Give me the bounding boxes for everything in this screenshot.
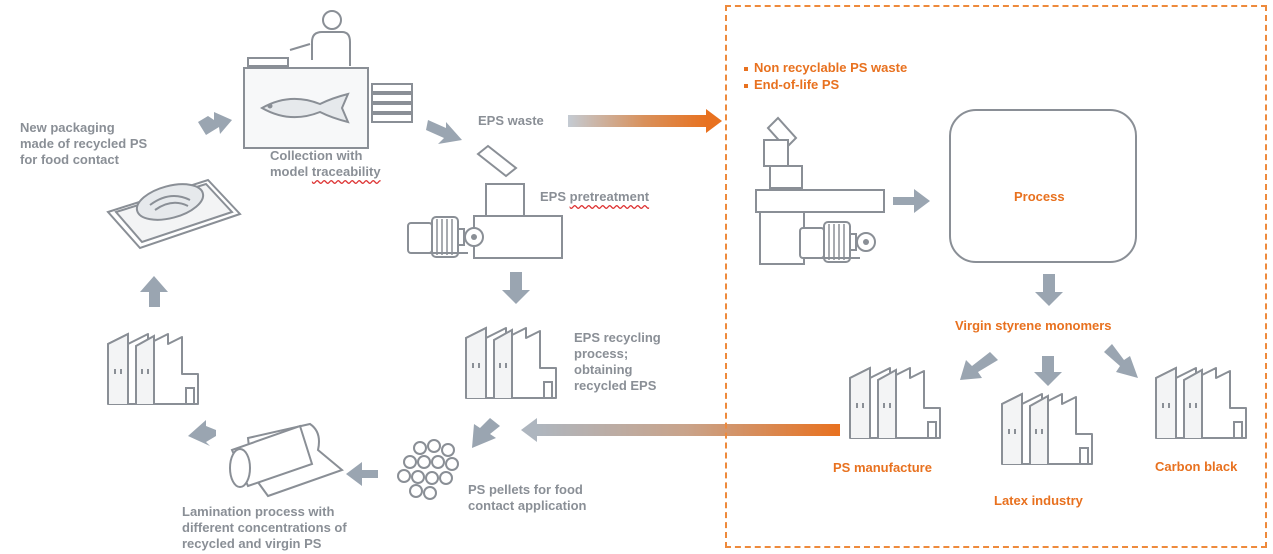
arrow-up-left <box>198 112 232 135</box>
chemical-recycling-boundary <box>725 5 1267 548</box>
depolymerization-machine <box>755 116 885 265</box>
collection-label: Collection with model traceability <box>270 148 381 179</box>
food-tray-illustration <box>106 178 242 250</box>
carbon-black-label: Carbon black <box>1155 459 1238 474</box>
eps-waste-label: EPS waste <box>478 113 544 128</box>
collection-illustration <box>243 10 413 149</box>
ps-manufacture-label: PS manufacture <box>833 460 932 475</box>
arrow-up-packaging <box>140 276 168 307</box>
film-roll-illustration <box>229 422 344 498</box>
arrow-to-pellets <box>472 418 500 448</box>
lamination-label: Lamination process with different concen… <box>182 504 347 551</box>
arrow-to-carbon-black <box>1104 344 1138 378</box>
arrow-down-monomers <box>1035 274 1063 306</box>
arrow-left-lamination <box>346 462 378 486</box>
ps-pellets-label: PS pellets for food contact application <box>468 482 587 513</box>
eps-pretreatment-machine <box>407 144 563 259</box>
process-label: Process <box>1014 189 1065 204</box>
arrow-eps-waste-to-box <box>568 109 722 133</box>
ps-pellets-illustration <box>397 439 459 500</box>
arrow-down-recycling <box>502 272 530 304</box>
lamination-factory <box>107 333 199 405</box>
eps-recycling-factory <box>465 327 557 399</box>
arrow-ps-manufacture-to-recycling <box>521 418 840 442</box>
arrow-to-eps-waste <box>426 120 462 144</box>
end-of-life-bullet: End-of-life PS <box>744 77 839 93</box>
arrow-down-latex <box>1034 356 1062 386</box>
arrow-to-process <box>893 189 930 213</box>
arrow-to-factory-left <box>188 420 216 446</box>
eps-recycling-label: EPS recycling process; obtaining recycle… <box>574 330 661 393</box>
non-recyclable-bullet: Non recyclable PS waste <box>744 60 907 76</box>
virgin-styrene-label: Virgin styrene monomers <box>955 318 1112 333</box>
new-packaging-label: New packaging made of recycled PS for fo… <box>20 120 148 167</box>
arrows <box>140 112 1138 486</box>
arrow-to-ps-manufacture <box>960 352 998 380</box>
eps-pretreatment-label: EPS pretreatment <box>540 189 650 204</box>
latex-industry-label: Latex industry <box>994 493 1083 508</box>
process-box <box>949 109 1137 263</box>
